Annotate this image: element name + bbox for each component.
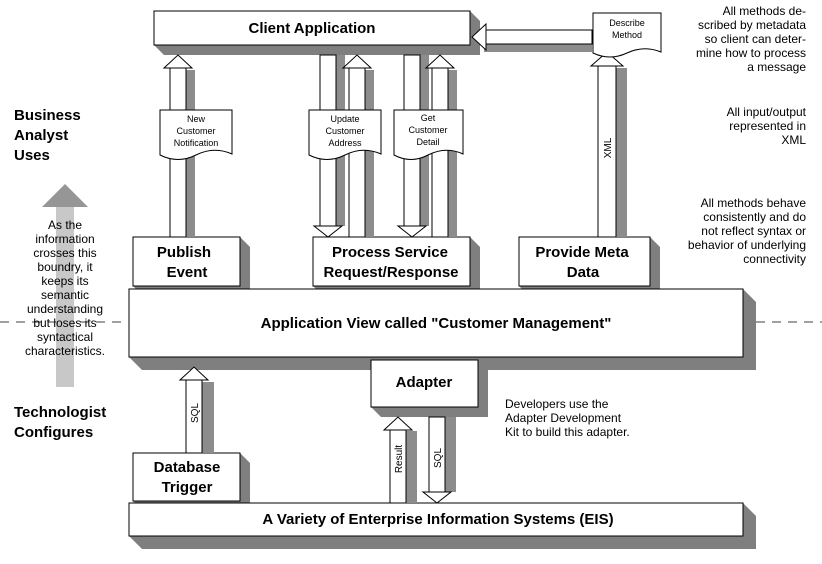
database-trigger-label-2: Trigger	[162, 479, 213, 496]
developers-note-line-2: Adapter Development	[505, 411, 622, 425]
get-customer-detail-line-3: Detail	[416, 137, 439, 147]
update-customer-address-line-3: Address	[328, 138, 362, 148]
sql-right-label: SQL	[433, 448, 444, 468]
boundary-note-line-3: crosses this	[33, 246, 97, 260]
eis-box: A Variety of Enterprise Information Syst…	[128, 502, 756, 549]
process-service-label-2: Request/Response	[323, 264, 458, 281]
business-analyst-line-1: Business	[14, 107, 81, 124]
new-customer-notification-line-2: Customer	[176, 126, 215, 136]
business-analyst-line-2: Analyst	[14, 127, 69, 144]
developers-note: Developers use the Adapter Development K…	[505, 397, 630, 439]
boundary-note: As the information crosses this boundry,…	[4, 218, 126, 358]
publish-event-label-1: Publish	[157, 244, 211, 261]
new-customer-notification-doc: New Customer Notification	[159, 109, 233, 160]
eis-label: A Variety of Enterprise Information Syst…	[262, 511, 613, 528]
xml-io-note-line-2: represented in	[729, 119, 806, 133]
developers-note-line-3: Kit to build this adapter.	[505, 425, 630, 439]
boundary-note-line-2: information	[35, 232, 95, 246]
get-customer-detail-line-2: Customer	[408, 125, 447, 135]
boundary-note-line-8: but loses its	[33, 316, 97, 330]
new-customer-notification-line-1: New	[187, 114, 206, 124]
describe-method-line-1: Describe	[609, 18, 645, 28]
describe-method-doc: Describe Method	[592, 12, 662, 58]
xml-label: XML	[603, 137, 614, 158]
xml-io-note-line-3: XML	[781, 133, 806, 147]
publish-event-box: Publish Event	[132, 236, 250, 296]
describe-method-left-arrow	[471, 22, 593, 52]
sql-left-label: SQL	[190, 403, 201, 423]
update-customer-address-line-2: Customer	[325, 126, 364, 136]
provide-meta-data-box: Provide Meta Data	[518, 236, 660, 296]
sql-right-down-arrow: SQL	[421, 416, 456, 504]
database-trigger-box: Database Trigger	[132, 452, 250, 511]
provide-meta-data-label-2: Data	[567, 264, 600, 281]
process-service-label-1: Process Service	[332, 244, 448, 261]
application-view-label: Application View called "Customer Manage…	[261, 315, 612, 332]
result-label: Result	[394, 445, 405, 474]
consistency-note: All methods behave consistently and do n…	[688, 196, 806, 266]
publish-event-label-2: Event	[167, 264, 208, 281]
boundary-up-arrow	[42, 184, 88, 387]
business-analyst-line-3: Uses	[14, 147, 50, 164]
sql-left-up-arrow: SQL	[178, 366, 214, 454]
xml-io-note: All input/output represented in XML	[727, 105, 806, 147]
update-customer-address-line-1: Update	[330, 114, 359, 124]
consistency-note-line-2: consistently and do	[703, 210, 806, 224]
describe-method-line-2: Method	[612, 30, 642, 40]
metadata-note-line-5: a message	[747, 60, 806, 74]
xml-io-note-line-1: All input/output	[726, 105, 806, 119]
consistency-note-line-1: All methods behave	[700, 196, 806, 210]
consistency-note-line-4: behavior of underlying	[687, 238, 806, 252]
technologist-line-2: Configures	[14, 424, 94, 441]
metadata-note: All methods de- scribed by metadata so c…	[696, 4, 806, 74]
technologist-label: Technologist Configures	[14, 403, 106, 443]
metadata-note-line-3: so client can deter-	[704, 32, 806, 46]
consistency-note-line-5: connectivity	[743, 252, 806, 266]
boundary-note-line-7: understanding	[26, 302, 104, 316]
new-customer-notification-line-3: Notification	[174, 138, 219, 148]
client-application-box: Client Application	[153, 10, 480, 55]
adapter-label: Adapter	[396, 374, 453, 391]
result-up-arrow: Result	[382, 416, 417, 504]
update-customer-address-doc: Update Customer Address	[308, 109, 382, 160]
boundary-note-line-9: syntactical	[36, 330, 94, 344]
boundary-note-line-4: boundry, it	[37, 260, 93, 274]
get-customer-detail-doc: Get Customer Detail	[393, 109, 464, 160]
business-analyst-label: Business Analyst Uses	[14, 106, 81, 166]
boundary-note-line-5: keeps its	[41, 274, 89, 288]
client-application-label: Client Application	[249, 20, 376, 37]
provide-meta-data-label-1: Provide Meta	[535, 244, 629, 261]
boundary-note-line-10: characteristics.	[24, 344, 106, 358]
metadata-note-line-4: mine how to process	[695, 46, 806, 60]
adapter-box: Adapter	[370, 359, 488, 417]
metadata-note-line-1: All methods de-	[722, 4, 806, 18]
get-customer-detail-line-1: Get	[421, 113, 436, 123]
xml-up-arrow: XML	[589, 51, 627, 238]
database-trigger-label-1: Database	[154, 459, 221, 476]
boundary-note-line-1: As the	[47, 218, 83, 232]
developers-note-line-1: Developers use the	[505, 397, 609, 411]
process-service-box: Process Service Request/Response	[312, 236, 480, 296]
metadata-note-line-2: scribed by metadata	[697, 18, 806, 32]
consistency-note-line-3: not reflect syntax or	[701, 224, 806, 238]
application-view-box: Application View called "Customer Manage…	[128, 288, 756, 370]
boundary-note-line-6: semantic	[40, 288, 90, 302]
technologist-line-1: Technologist	[14, 404, 107, 421]
